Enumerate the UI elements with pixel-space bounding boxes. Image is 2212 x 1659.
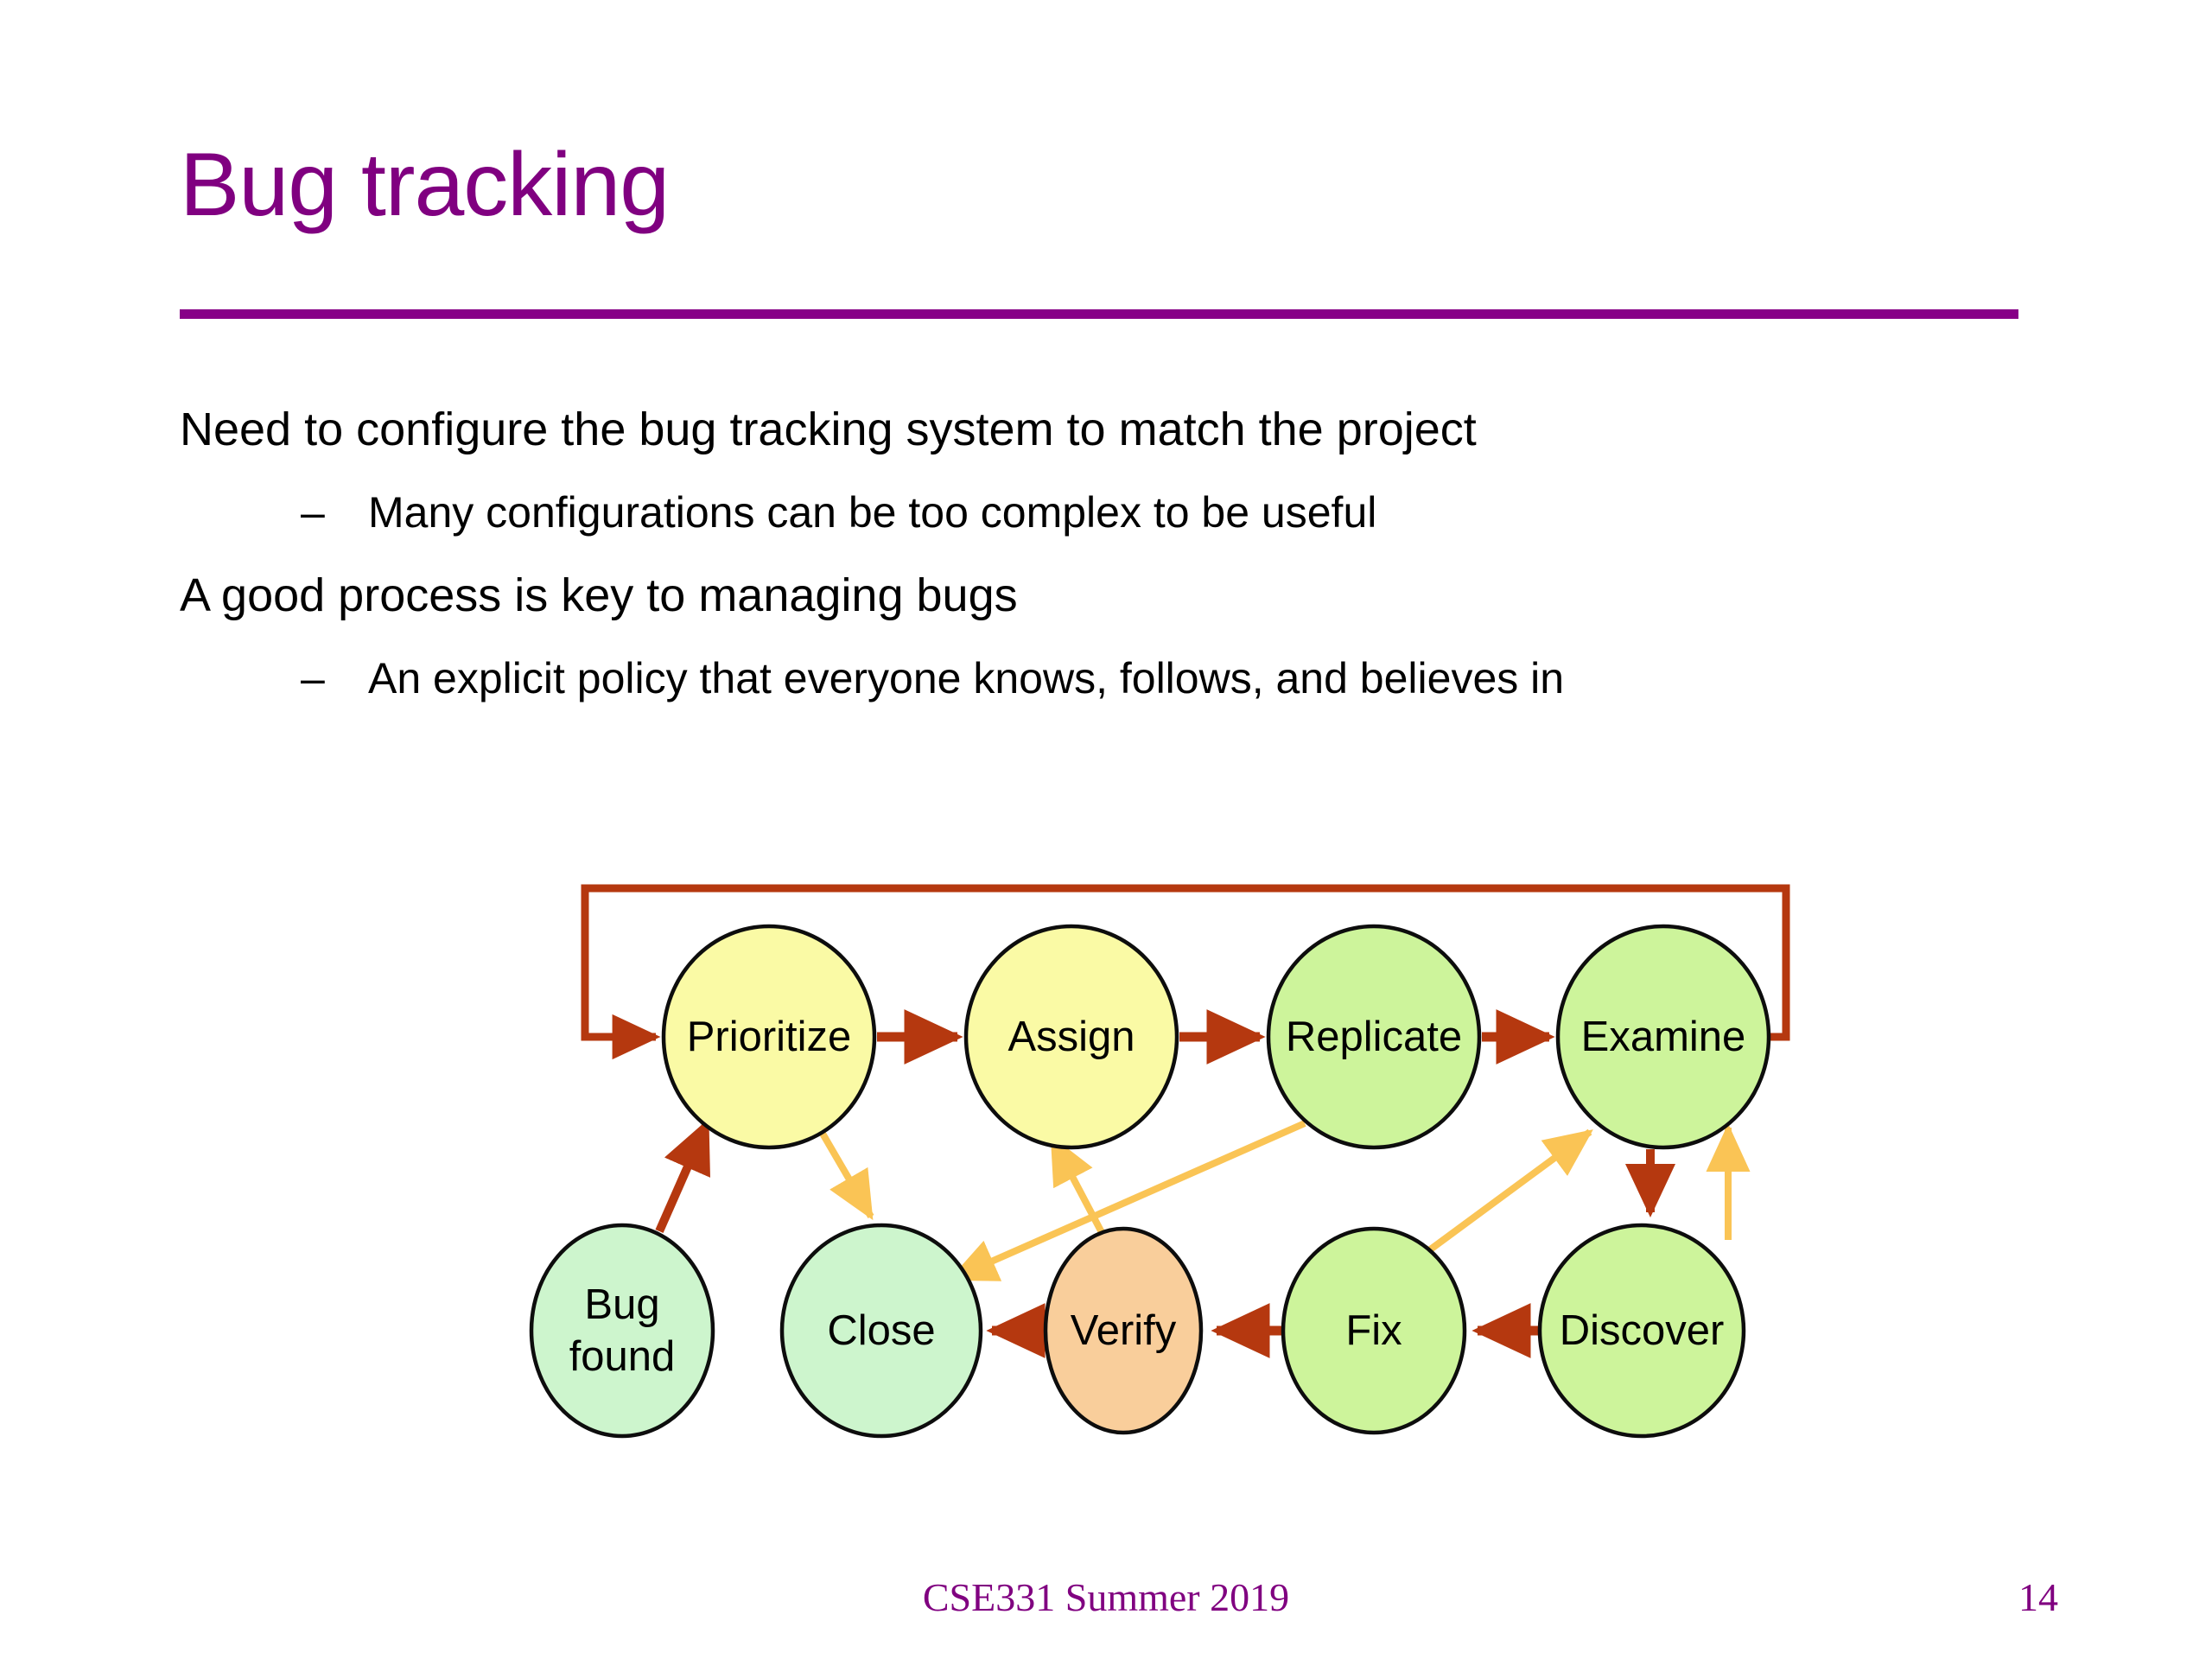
node-verify-label: Verify xyxy=(1071,1307,1177,1354)
node-replicate-label: Replicate xyxy=(1286,1014,1462,1060)
node-close[interactable]: Close xyxy=(779,1223,983,1439)
edge-replicate-to-close xyxy=(948,1120,1306,1282)
footer-page-number: 14 xyxy=(2018,1575,2058,1619)
node-fix-shape[interactable] xyxy=(1281,1226,1467,1435)
node-fix-label: Fix xyxy=(1345,1307,1402,1354)
node-replicate-shape[interactable] xyxy=(1266,924,1482,1150)
edge-examine-to-prioritize-loop xyxy=(581,884,1790,1060)
node-close-shape[interactable] xyxy=(779,1223,983,1439)
node-prioritize-shape[interactable] xyxy=(661,924,877,1150)
edge-verify-to-assign xyxy=(1049,1135,1108,1239)
body-line-1: Need to configure the bug tracking syste… xyxy=(180,404,1477,455)
node-examine-shape[interactable] xyxy=(1555,924,1771,1150)
node-replicate[interactable]: Replicate xyxy=(1266,924,1482,1150)
node-bug-found-shape[interactable] xyxy=(529,1223,715,1439)
node-bug-found-label-line2: found xyxy=(569,1333,676,1380)
node-close-label: Close xyxy=(827,1307,935,1354)
node-verify[interactable]: Verify xyxy=(1043,1226,1204,1435)
footer-course-label: CSE331 Summer 2019 xyxy=(922,1575,1290,1619)
edge-fix-to-examine xyxy=(1423,1128,1593,1256)
bug-lifecycle-diagram: Prioritize Assign Replicate Examine Bug … xyxy=(372,864,1961,1460)
node-prioritize[interactable]: Prioritize xyxy=(661,924,877,1150)
node-assign-label: Assign xyxy=(1007,1014,1135,1060)
bullet-dash: – xyxy=(301,654,325,702)
node-assign-shape[interactable] xyxy=(963,924,1179,1150)
node-bug-found[interactable]: Bug found xyxy=(529,1223,715,1439)
bullet-dash: – xyxy=(301,488,325,537)
node-discover[interactable]: Discover xyxy=(1537,1223,1746,1439)
node-bug-found-label-line1: Bug xyxy=(584,1281,659,1328)
node-verify-shape[interactable] xyxy=(1043,1226,1204,1435)
body-bullet-1: – Many configurations can be too complex… xyxy=(180,491,2098,534)
edge-prioritize-to-close xyxy=(816,1125,874,1221)
body-line-2: A good process is key to managing bugs xyxy=(180,569,1018,621)
body-bullet-2: – An explicit policy that everyone knows… xyxy=(180,657,2098,700)
slide-body: Need to configure the bug tracking syste… xyxy=(180,406,2098,738)
bullet-text: Many configurations can be too complex t… xyxy=(368,488,1377,537)
node-fix[interactable]: Fix xyxy=(1281,1226,1467,1435)
node-examine[interactable]: Examine xyxy=(1555,924,1771,1150)
title-divider xyxy=(180,309,2018,319)
node-prioritize-label: Prioritize xyxy=(687,1014,852,1060)
page-title: Bug tracking xyxy=(180,135,670,235)
node-examine-label: Examine xyxy=(1581,1014,1746,1060)
node-discover-shape[interactable] xyxy=(1537,1223,1746,1439)
node-assign[interactable]: Assign xyxy=(963,924,1179,1150)
edge-bugfound-to-prioritize xyxy=(655,1118,711,1234)
bullet-text: An explicit policy that everyone knows, … xyxy=(368,654,1565,702)
node-discover-label: Discover xyxy=(1560,1307,1725,1354)
